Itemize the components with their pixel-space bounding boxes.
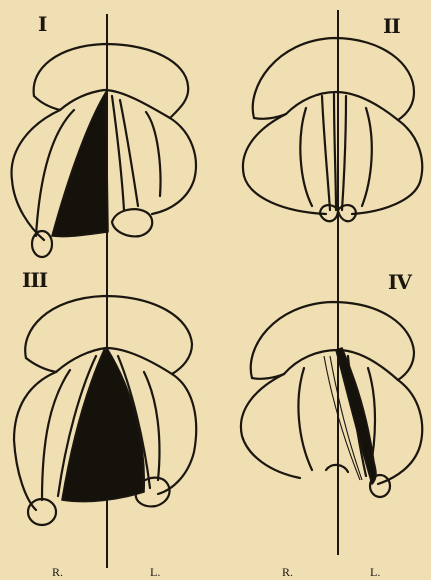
figure-iii-larynx	[14, 296, 196, 525]
right-side-label-left-pair: R.	[52, 566, 63, 578]
right-side-label-right-pair: R.	[282, 566, 293, 578]
figure-iii-glottis	[62, 350, 144, 502]
figure-iii-label: III	[22, 270, 47, 290]
left-side-label-left-pair: L.	[150, 566, 160, 578]
figure-iv-label: IV	[388, 272, 411, 292]
figure-iv-larynx	[241, 302, 422, 497]
figure-ii-label: II	[383, 16, 400, 36]
figure-ii-larynx	[243, 38, 422, 221]
figure-i-glottis	[52, 92, 108, 237]
figure-i-larynx	[12, 44, 196, 257]
left-side-label-right-pair: L.	[370, 566, 380, 578]
figure-i-label: I	[38, 14, 46, 34]
